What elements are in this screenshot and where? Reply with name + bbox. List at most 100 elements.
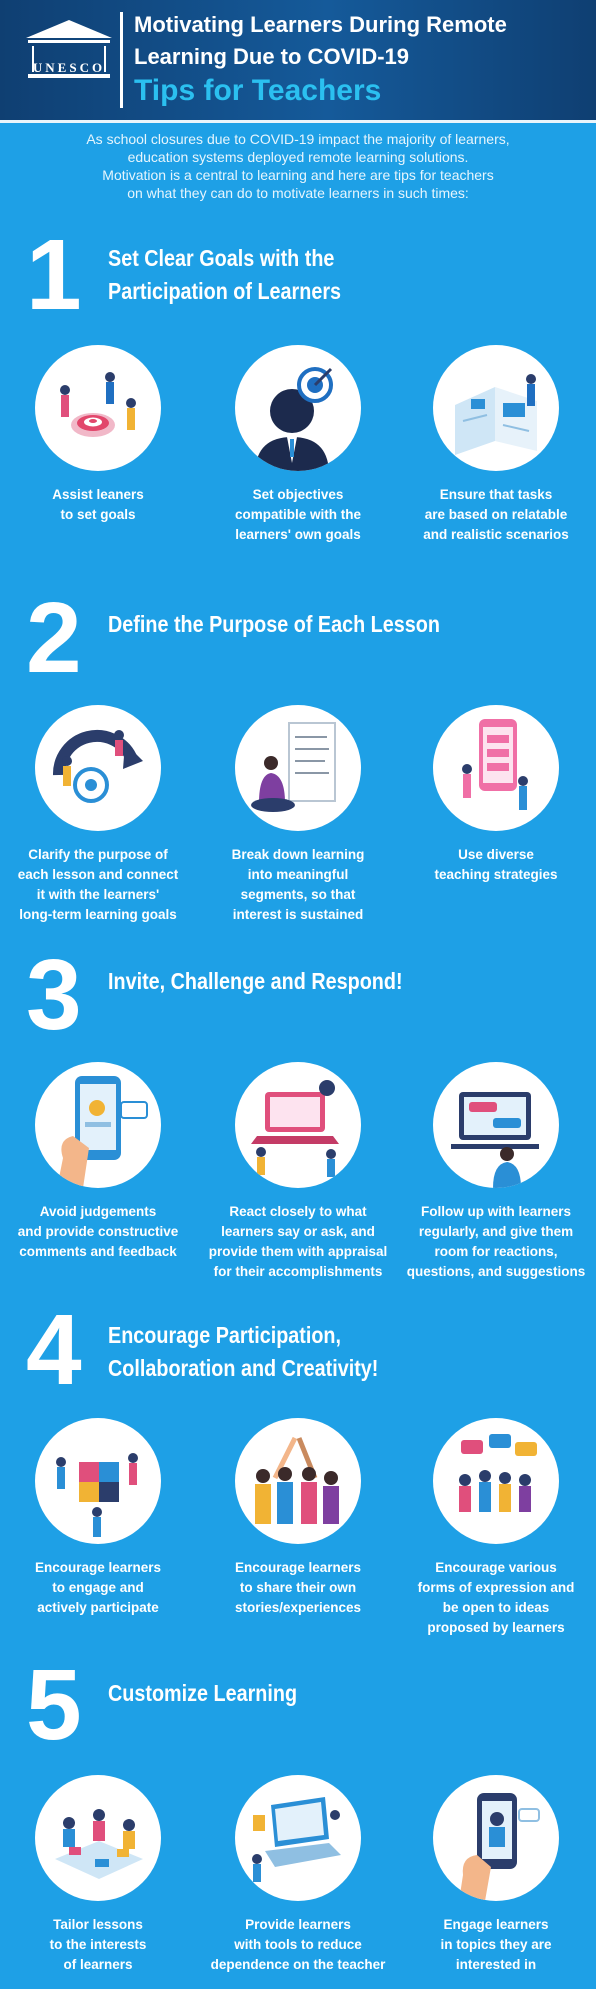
unesco-logo — [26, 20, 112, 78]
tip-item: Follow up with learners regularly, and g… — [401, 1062, 591, 1282]
caption-line: Encourage learners — [34, 1560, 162, 1575]
high-five-icon — [235, 1418, 361, 1544]
caption-line: to share their own — [239, 1580, 357, 1595]
caption-line: Break down learning — [231, 847, 365, 862]
laptop-respond-icon — [235, 1062, 361, 1188]
tip-item: Use diverse teaching strategies — [401, 705, 591, 885]
tip-item: Encourage various forms of expression an… — [401, 1418, 591, 1638]
caption-line: forms of expression and — [417, 1580, 575, 1595]
tip-item: Set objectives compatible with the learn… — [203, 345, 393, 545]
caption-line: learners say or ask, and — [221, 1224, 375, 1239]
tip-item: React closely to what learners say or as… — [203, 1062, 393, 1282]
caption-line: interest is sustained — [232, 907, 364, 922]
section-title-line: Collaboration and Creativity! — [108, 1355, 379, 1381]
caption-line: actively participate — [37, 1600, 159, 1615]
section-title-line: Encourage Participation, — [108, 1322, 342, 1348]
caption-line: dependence on the teacher — [210, 1957, 386, 1972]
caption-line: Ensure that tasks — [439, 487, 553, 502]
caption-line: and realistic scenarios — [423, 527, 569, 542]
caption-line: regularly, and give them — [418, 1224, 574, 1239]
caption-line: Encourage various — [435, 1560, 557, 1575]
caption-line: comments and feedback — [19, 1244, 177, 1259]
tip-item: Encourage learners to engage and activel… — [3, 1418, 193, 1618]
caption-line: are based on relatable — [424, 507, 568, 522]
puzzle-team-icon — [35, 1418, 161, 1544]
caption-line: Avoid judgements — [39, 1204, 157, 1219]
caption-line: Encourage learners — [234, 1560, 362, 1575]
caption-line: to the interests — [49, 1937, 147, 1952]
intro-line: on what they can do to motivate learners… — [127, 185, 469, 201]
book-scenario-icon — [433, 345, 559, 471]
caption-line: for their accomplishments — [213, 1264, 383, 1279]
caption-line: interested in — [455, 1957, 537, 1972]
study-group-icon — [35, 1775, 161, 1901]
caption-line: Provide learners — [245, 1917, 351, 1932]
caption-line: room for reactions, — [434, 1244, 558, 1259]
objective-person-icon — [235, 345, 361, 471]
section-number: 1 — [26, 219, 82, 331]
caption-line: to set goals — [60, 507, 136, 522]
target-goals-icon — [35, 345, 161, 471]
section-title-line: Set Clear Goals with the — [108, 245, 335, 271]
tip-item: Encourage learners to share their own st… — [203, 1418, 393, 1618]
tip-item: Ensure that tasks are based on relatable… — [401, 345, 591, 545]
tip-item: Assist leaners to set goals — [3, 345, 193, 525]
caption-line: Set objectives — [252, 487, 344, 502]
caption-line: Clarify the purpose of — [28, 847, 168, 862]
caption-line: Tailor lessons — [53, 1917, 143, 1932]
section-number: 4 — [26, 1294, 82, 1406]
intro-line: education systems deployed remote learni… — [127, 149, 469, 165]
caption-line: it with the learners' — [36, 887, 160, 902]
section-number: 2 — [26, 582, 82, 694]
tip-item: Provide learners with tools to reduce de… — [203, 1775, 393, 1975]
caption-line: Follow up with learners — [420, 1204, 572, 1219]
caption-line: into meaningful — [247, 867, 349, 882]
intro-line: As school closures due to COVID-19 impac… — [86, 131, 510, 147]
caption-line: proposed by learners — [427, 1620, 565, 1635]
caption-line: compatible with the — [234, 507, 361, 522]
tip-item: Avoid judgements and provide constructiv… — [3, 1062, 193, 1262]
caption-line: of learners — [63, 1957, 133, 1972]
header-banner: UNESCO Motivating Learners During Remote… — [0, 0, 596, 123]
section-number: 5 — [26, 1649, 82, 1761]
group-ideas-icon — [433, 1418, 559, 1544]
goal-arrow-icon — [35, 705, 161, 831]
caption-line: be open to ideas — [442, 1600, 550, 1615]
caption-line: learners' own goals — [235, 527, 361, 542]
tip-item: Tailor lessons to the interests of learn… — [3, 1775, 193, 1975]
page-title-line1: Motivating Learners During Remote — [134, 12, 507, 37]
section-title-line: Invite, Challenge and Respond! — [108, 968, 403, 994]
phone-feedback-icon — [35, 1062, 161, 1188]
page-title-line2: Learning Due to COVID-19 — [134, 44, 410, 69]
caption-line: Use diverse — [458, 847, 534, 862]
caption-line: and provide constructive — [17, 1224, 179, 1239]
unesco-logo-text: UNESCO — [32, 60, 106, 75]
caption-line: long-term learning goals — [19, 907, 177, 922]
caption-line: in topics they are — [440, 1937, 552, 1952]
tip-item: Break down learning into meaningful segm… — [203, 705, 393, 925]
laptop-tools-icon — [235, 1775, 361, 1901]
caption-line: Engage learners — [443, 1917, 549, 1932]
caption-line: stories/experiences — [234, 1600, 362, 1615]
section-title-line: Participation of Learners — [108, 278, 342, 304]
header-divider — [120, 12, 123, 108]
page-subtitle: Tips for Teachers — [134, 74, 382, 107]
caption-line: teaching strategies — [434, 867, 558, 882]
tip-item: Engage learners in topics they are inter… — [401, 1775, 591, 1975]
todo-list-icon — [235, 705, 361, 831]
caption-line: segments, so that — [240, 887, 356, 902]
section-title-line: Define the Purpose of Each Lesson — [108, 611, 440, 637]
intro-text: As school closures due to COVID-19 impac… — [40, 130, 556, 202]
caption-line: each lesson and connect — [17, 867, 179, 882]
intro-line: Motivation is a central to learning and … — [102, 167, 494, 183]
caption-line: with tools to reduce — [234, 1937, 362, 1952]
caption-line: questions, and suggestions — [406, 1264, 586, 1279]
caption-line: to engage and — [52, 1580, 144, 1595]
section-number: 3 — [26, 939, 82, 1051]
chat-followup-icon — [433, 1062, 559, 1188]
caption-line: provide them with appraisal — [208, 1244, 388, 1259]
strategy-phone-icon — [433, 705, 559, 831]
caption-line: React closely to what — [229, 1204, 367, 1219]
caption-line: Assist leaners — [52, 487, 144, 502]
phone-interest-icon — [433, 1775, 559, 1901]
